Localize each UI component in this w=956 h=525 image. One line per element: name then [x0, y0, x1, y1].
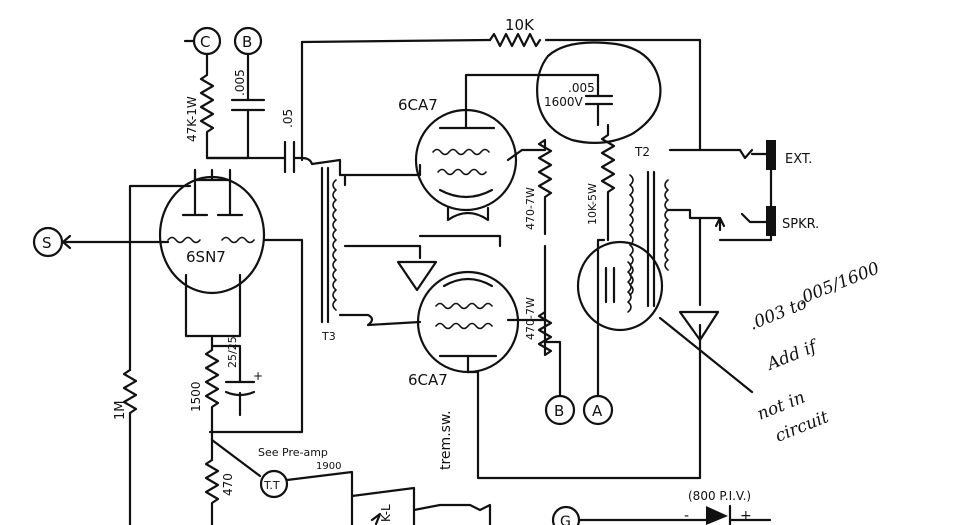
note-line-2: .005/1600	[794, 258, 882, 309]
node-b-top-label: B	[242, 33, 252, 51]
tube-6sn7-label: 6SN7	[186, 248, 226, 266]
wire-1m	[122, 184, 192, 525]
resistor-10k5w	[600, 123, 616, 242]
ground-symbol-right	[678, 310, 720, 342]
node-c: C	[183, 26, 222, 56]
diode-plus: +	[740, 508, 752, 524]
t2-label: T2	[634, 145, 650, 159]
kl-label: K-L	[379, 504, 393, 522]
resistor-470-bottom	[506, 244, 562, 398]
diode	[578, 504, 772, 525]
wire-6sn7-to-t3	[208, 238, 304, 434]
cap-005-label: .005	[233, 69, 247, 96]
trem-sw-label: trem.sw.	[438, 410, 454, 470]
r-1500-label: 1500	[189, 381, 203, 412]
see-preamp-label: See Pre-amp	[258, 446, 328, 459]
node-b-bottom-label: B	[554, 402, 564, 420]
piv-label: (800 P.I.V.)	[688, 489, 751, 503]
cap-05	[205, 140, 342, 177]
transformer-t3	[320, 163, 422, 327]
wire-cathode-link	[418, 234, 502, 248]
ext-label: EXT.	[785, 152, 812, 167]
jack-spkr	[718, 168, 776, 242]
r-1m-label: 1M	[113, 401, 128, 421]
node-s: S	[32, 226, 170, 258]
see-preamp-label-2: 1900	[316, 461, 341, 472]
r-47k-label: 47K-1W	[185, 96, 199, 142]
t3-label: T3	[321, 330, 336, 343]
cap-25-25	[210, 344, 256, 417]
tube-6ca7-bottom-label: 6CA7	[408, 371, 448, 389]
feedback-wire	[300, 32, 702, 162]
ground-symbol-left	[396, 260, 438, 292]
r-10k5w-label: 10K-5W	[586, 183, 599, 225]
node-b-bottom: B	[544, 394, 576, 426]
node-a: A	[582, 238, 614, 426]
cap-plate-voltage: 1600V	[544, 95, 584, 109]
node-s-label: S	[42, 234, 52, 252]
cap-circled-t2	[576, 240, 754, 394]
resistor-1500	[204, 334, 220, 442]
jack-ext	[750, 140, 776, 170]
cap-25-plus: +	[253, 369, 263, 383]
node-g: G	[551, 505, 581, 525]
handwritten-note: .003 to .005/1600 Add if not in circuit	[746, 258, 882, 446]
r-470-top-label: 470-7W	[524, 187, 537, 230]
node-a-label: A	[592, 402, 603, 420]
node-tt-label: T.T	[263, 479, 280, 492]
resistor-470-top	[506, 138, 553, 236]
node-g-label: G	[560, 514, 571, 525]
tube-6ca7-top	[414, 73, 600, 222]
node-b-top: B	[233, 26, 263, 56]
cap-plate-value: .005	[568, 81, 595, 95]
cap-25-label: 25/25	[226, 336, 239, 368]
tube-6sn7	[158, 168, 266, 338]
spkr-label: SPKR.	[782, 217, 819, 232]
tube-6ca7-top-label: 6CA7	[398, 96, 438, 114]
cap-plate-circled	[536, 41, 662, 145]
cap-05-label: .05	[281, 109, 295, 128]
node-c-label: C	[200, 33, 210, 51]
tt-node: T.T	[210, 438, 354, 525]
diode-minus: -	[684, 508, 689, 524]
r-470-bottom-label: 470-7W	[524, 297, 537, 340]
transformer-t2	[629, 148, 754, 308]
tube-6ca7-bottom	[416, 270, 702, 480]
resistor-47k	[199, 52, 215, 160]
trem-switch	[350, 486, 492, 525]
r-feedback-label: 10K	[505, 16, 535, 34]
resistor-470	[204, 438, 220, 525]
r-470-label: 470	[221, 473, 235, 496]
note-line-3: Add if	[763, 336, 822, 375]
